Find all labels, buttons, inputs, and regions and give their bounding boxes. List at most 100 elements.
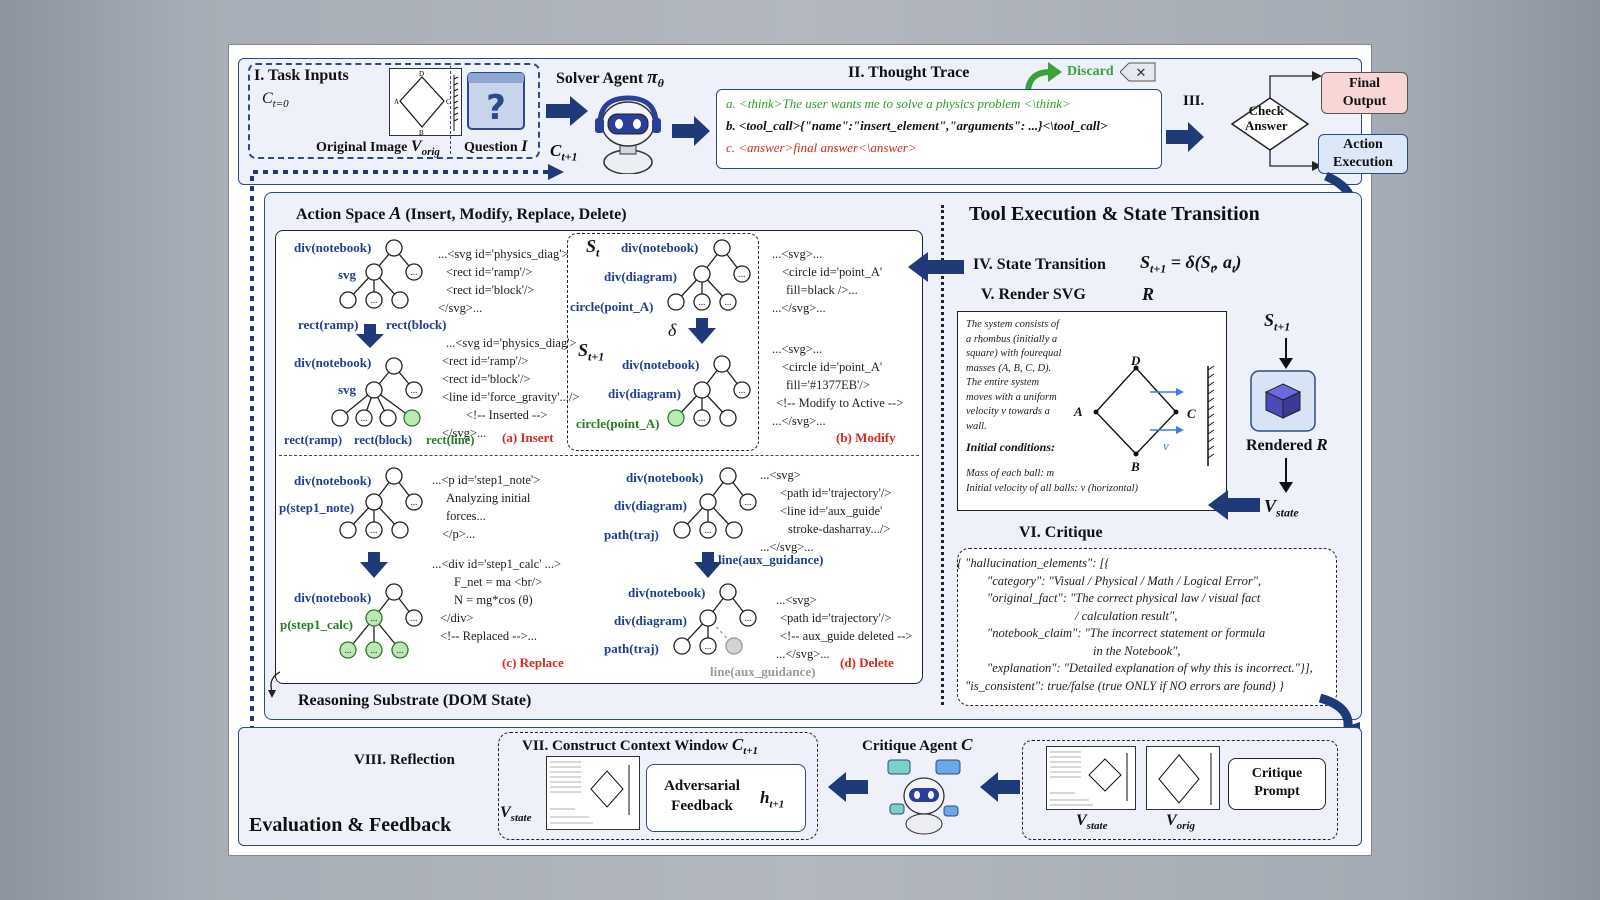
state-transition-formula: St+1 = δ(St, at)	[1140, 252, 1242, 276]
svg-text:...: ...	[345, 645, 352, 655]
arrow-to-context-icon	[828, 772, 868, 802]
arrow-to-solver-icon	[546, 96, 588, 126]
delete-code-after: ...<svg> <path id='trajectory'/> <!-- au…	[776, 593, 913, 661]
delete-code-before: ...<svg> <path id='trajectory'/> <line i…	[760, 468, 892, 554]
question-icon: ?	[467, 72, 525, 130]
render-pt-D: D	[1131, 353, 1141, 368]
svg-text:D: D	[419, 70, 424, 78]
svg-text:?: ?	[486, 88, 506, 128]
insert-leaf-ramp2: rect(ramp)	[284, 433, 343, 447]
critique-vstate-label: Vstate	[1076, 812, 1108, 833]
thought-line-c: c. <answer>final answer<\answer>	[726, 140, 917, 155]
svg-text:...: ...	[705, 641, 712, 651]
discard-close-button[interactable]: ✕	[1119, 62, 1156, 82]
state-transition-label: IV. State Transition	[973, 256, 1106, 273]
svg-text:C: C	[446, 98, 451, 106]
render-vstate-label: Vstate	[1264, 496, 1299, 520]
thought-trace-box	[716, 89, 1162, 169]
replace-code-after: ...<div id='step1_calc' ...> F_net = ma …	[432, 557, 562, 643]
modify-code-before: ...<svg>... <circle id='point_A' fill=bl…	[772, 247, 883, 315]
delete-node-root2: div(notebook)	[628, 585, 706, 600]
replace-node-p2: p(step1_calc)	[280, 617, 353, 632]
action-execution-box	[1318, 134, 1408, 174]
svg-text:...: ...	[745, 613, 752, 623]
modify-node-diag2: div(diagram)	[608, 386, 681, 401]
reflection-dashed-loop	[250, 164, 564, 782]
svg-text:...: ...	[739, 269, 746, 279]
svg-text:B: B	[419, 129, 424, 137]
rendered-diagram-box	[957, 311, 1227, 511]
render-initial-conditions: Initial conditions:	[966, 440, 1056, 454]
svg-text:...: ...	[411, 267, 418, 277]
down-arrow-2-icon	[1279, 458, 1293, 493]
insert-node-root1: div(notebook)	[294, 240, 372, 255]
state-transition-arrow-icon	[908, 252, 964, 282]
svg-text:...: ...	[397, 645, 404, 655]
modify-node-root2: div(notebook)	[622, 357, 700, 372]
delete-node-diag1: div(diagram)	[614, 498, 687, 513]
delete-caption: (d) Delete	[840, 655, 894, 670]
render-symbol: R	[1142, 284, 1155, 304]
insert-leaf-block2: rect(block)	[354, 433, 413, 447]
render-st1-label: St+1	[1264, 310, 1291, 334]
original-image-thumb: D A C B	[389, 68, 462, 137]
render-pt-C: C	[1187, 406, 1196, 421]
delete-line-aux-deleted: line(aux_guidance)	[710, 664, 816, 679]
svg-text:...: ...	[699, 413, 706, 423]
modify-node-diag1: div(diagram)	[604, 269, 677, 284]
insert-node-svg2: svg	[338, 382, 357, 397]
arrow-to-critique-agent-icon	[980, 772, 1020, 802]
replace-caption: (c) Replace	[502, 655, 564, 670]
svg-text:...: ...	[361, 413, 368, 423]
original-image-label: Original Image Vorig	[316, 138, 440, 158]
substrate-curve-arrow-icon	[268, 671, 281, 698]
svg-text:...: ...	[371, 645, 378, 655]
modify-dashed-box	[567, 233, 759, 451]
delete-tree-graphic: ............	[673, 467, 757, 655]
modify-leaf-point2: circle(point_A)	[576, 416, 660, 431]
insert-code-before: ...<svg id='physics_diag'> <rect id='ram…	[438, 247, 569, 315]
action-space-title: Action Space A (Insert, Modify, Replace,…	[296, 203, 627, 223]
insert-node-svg1: svg	[338, 267, 357, 282]
svg-text:A: A	[394, 98, 399, 106]
insert-caption: (a) Insert	[502, 430, 554, 445]
insert-tree-graphic: ............	[331, 239, 423, 427]
reflection-label: VIII. Reflection	[354, 752, 455, 768]
context-window-box	[498, 732, 818, 840]
svg-text:...: ...	[371, 613, 378, 623]
arrow-to-thought-icon	[672, 116, 710, 146]
action-space-box	[275, 230, 923, 684]
replace-node-root1: div(notebook)	[294, 473, 372, 488]
svg-text:...: ...	[411, 497, 418, 507]
modify-delta: δ	[668, 320, 677, 340]
critique-title: VI. Critique	[1019, 524, 1103, 541]
insert-code-after: ...<svg id='physics_diag'> <rect id='ram…	[442, 336, 580, 440]
arrow-to-check-icon	[1166, 122, 1204, 152]
modify-tree-graphic: ...............	[667, 239, 751, 427]
critique-vstate-thumb	[1046, 746, 1136, 810]
delete-node-diag2: div(diagram)	[614, 613, 687, 628]
svg-text:...: ...	[739, 385, 746, 395]
reasoning-substrate-label: Reasoning Substrate (DOM State)	[298, 692, 532, 709]
eval-feedback-label: Evaluation & Feedback	[249, 814, 452, 836]
adversarial-feedback-box	[646, 764, 806, 832]
down-arrow-1-icon	[1279, 338, 1293, 369]
construct-context-label: VII. Construct Context Window Ct+1	[522, 735, 759, 757]
task-inputs-box	[248, 63, 540, 159]
thought-trace-title: II. Thought Trace	[848, 64, 970, 81]
critique-vorig-thumb	[1146, 746, 1220, 810]
delete-node-path1: path(traj)	[604, 527, 659, 542]
check-answer-flow	[1230, 71, 1322, 171]
render-pt-A: A	[1074, 404, 1083, 419]
replace-code-before: ...<p id='step1_note'> Analyzing initial…	[432, 473, 541, 541]
task-inputs-title: I. Task Inputs	[254, 67, 349, 84]
delete-node-root1: div(notebook)	[626, 470, 704, 485]
svg-text:...: ...	[411, 613, 418, 623]
thought-line-b: b. <tool_call>{"name":"insert_element","…	[726, 118, 1108, 133]
rendered-cube-icon	[1250, 370, 1316, 432]
svg-text:...: ...	[411, 385, 418, 395]
